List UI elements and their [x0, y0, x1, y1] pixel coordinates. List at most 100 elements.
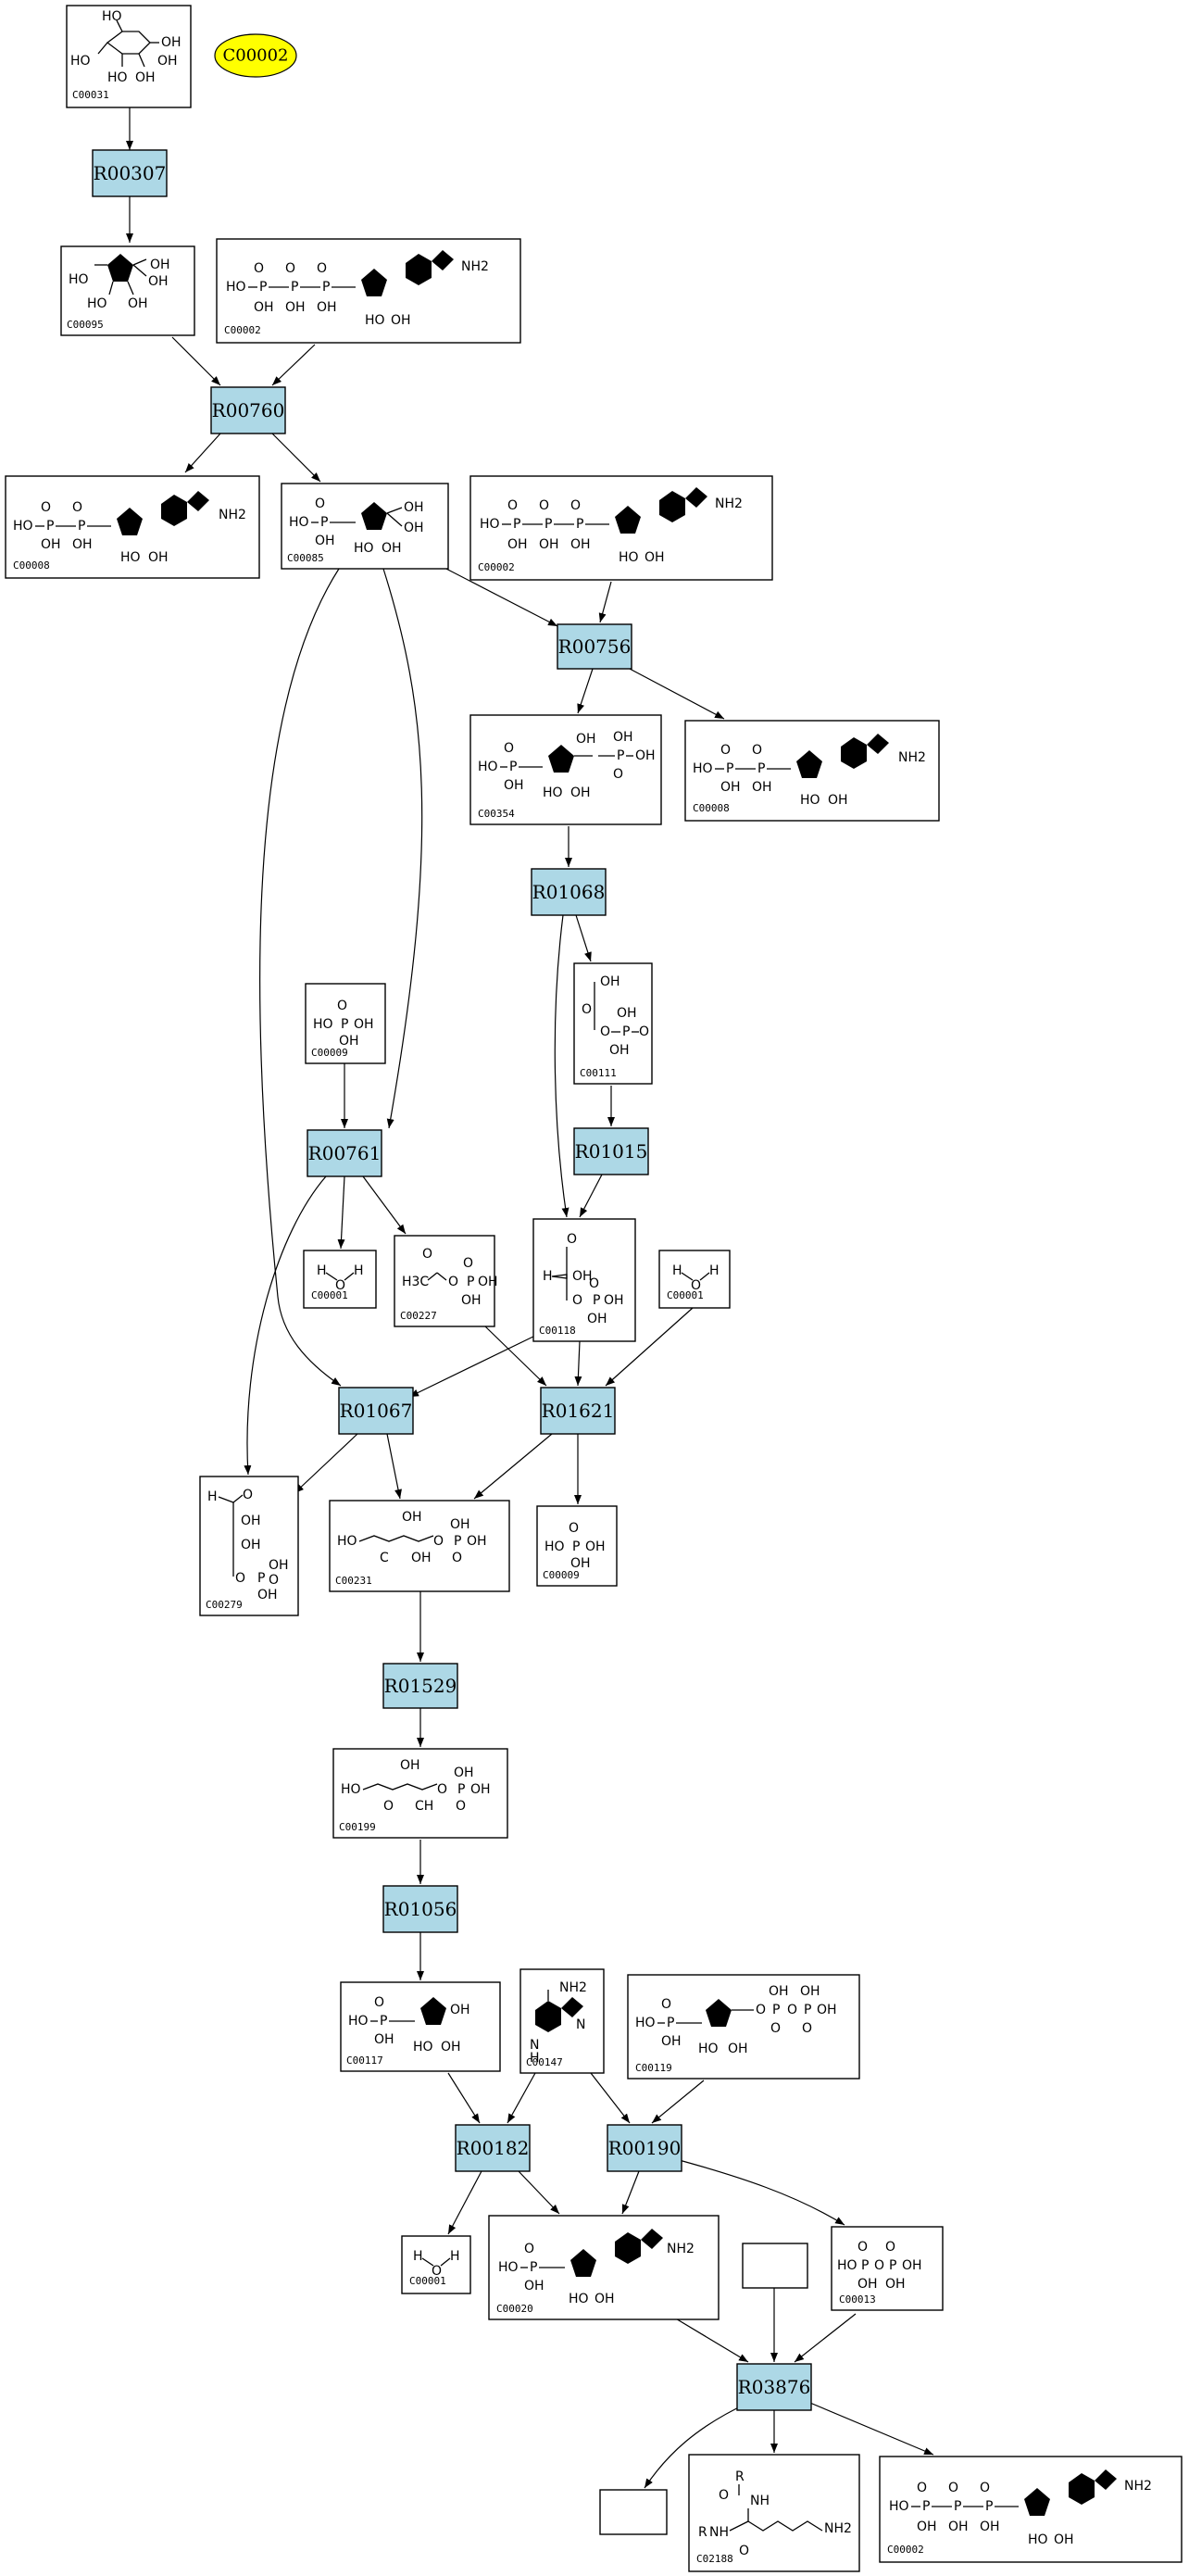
atom-label: HO — [102, 9, 122, 24]
compound-c00354[interactable]: HO P O OH OH P OH OH O HO OH C00354 — [469, 714, 662, 825]
atom-label: OH — [885, 2277, 906, 2292]
compound-c00119[interactable]: HO P O OH O P O P OH OH OH O O HO OH C00… — [627, 1974, 860, 2080]
atom-label: O — [41, 500, 51, 515]
atom-label: HO — [800, 793, 820, 808]
compound-c00001-b[interactable]: H O H C00001 — [658, 1250, 731, 1309]
atom-label: HO — [544, 1539, 565, 1554]
atom-label: OH — [461, 1293, 482, 1308]
atom-label: HO — [69, 272, 89, 287]
compound-id: C00031 — [72, 89, 109, 101]
compound-c00002-top[interactable]: HO P P P O O O OH OH OH HO OH NH2 C00002 — [216, 238, 521, 344]
edge-r00756-c00354 — [577, 668, 594, 714]
reaction-label: R00182 — [457, 2137, 530, 2159]
atom-label: O — [857, 2240, 868, 2255]
edge-r00760-c00008a — [184, 433, 221, 473]
atom-label: OH — [504, 778, 524, 793]
atom-label: OH — [980, 2519, 1000, 2534]
atom-label: O — [691, 1278, 701, 1293]
atp-structure-icon: HO P P P O O O OH OH OH HO OH NH2 — [480, 487, 743, 565]
compound-unnamed-input[interactable] — [742, 2243, 808, 2289]
atom-label: O — [756, 2003, 766, 2017]
compound-c00002-mid[interactable]: HO P P P O O O OH OH OH HO OH NH2 C00002 — [469, 475, 773, 581]
acetyl-phosphate-structure-icon: O H3C O P OH O OH — [402, 1247, 498, 1308]
compound-c02188[interactable]: R O NH R NH NH2 O C02188 — [688, 2454, 860, 2572]
compound-unnamed-output[interactable] — [599, 2489, 668, 2535]
compound-id: C00119 — [635, 2062, 672, 2074]
atom-label: O — [524, 2242, 534, 2256]
compound-c00147[interactable]: NH2 N H N C00147 — [519, 1968, 605, 2074]
atom-label: O — [539, 498, 549, 513]
reaction-r00756[interactable]: R00756 — [557, 623, 632, 670]
compound-c00008-right[interactable]: HO P P O O OH OH HO OH NH2 C00008 — [684, 720, 940, 822]
compound-c00118[interactable]: O H OH O P OH O OH C00118 — [532, 1218, 636, 1342]
protein-lysine-structure-icon: R O NH R NH NH2 O — [698, 2469, 852, 2558]
compound-c00117[interactable]: HO P O OH OH HO OH C00117 — [340, 1981, 501, 2072]
compound-c00031[interactable]: HO OH OH HO OH HO C00031 — [66, 5, 192, 108]
atom-label: P — [922, 2499, 930, 2514]
compound-c00008-left[interactable]: HO P P O O OH OH HO OH NH2 C00008 — [5, 475, 260, 579]
atom-label: O — [600, 1024, 610, 1039]
reaction-r01056[interactable]: R01056 — [382, 1885, 458, 1933]
atom-label: H — [207, 1489, 218, 1504]
compound-c00231[interactable]: HO OH C OH O P OH OH O C00231 — [329, 1500, 510, 1592]
atom-label: HO — [478, 760, 498, 774]
atom-label: OH — [254, 300, 274, 315]
atom-label: OH — [572, 1269, 593, 1284]
compound-c00013[interactable]: HO P O P OH O O OH OH C00013 — [831, 2226, 944, 2311]
compound-c00227[interactable]: O H3C O P OH O OH C00227 — [394, 1235, 498, 1327]
atom-label: O — [582, 1002, 592, 1017]
compound-c00199[interactable]: HO OH O CH O P OH OH O C00199 — [332, 1748, 508, 1839]
compound-c00001-a[interactable]: H O H C00001 — [303, 1250, 377, 1309]
edge-r00182-c00020 — [518, 2170, 560, 2215]
atom-label: R — [698, 2525, 707, 2540]
atom-label: O — [639, 1024, 649, 1039]
reaction-r01068[interactable]: R01068 — [531, 868, 607, 916]
compound-c00009-upper[interactable]: O HO P OH OH C00009 — [305, 983, 386, 1064]
atom-label: O — [572, 1293, 582, 1308]
reaction-r01067[interactable]: R01067 — [338, 1387, 414, 1435]
atom-label: NH2 — [559, 1980, 587, 1995]
atom-label: HO — [498, 2260, 519, 2275]
edge-r00756-c00008b — [629, 668, 725, 720]
atom-label: O — [235, 1571, 245, 1586]
reaction-label: R01621 — [542, 1400, 615, 1422]
atom-label: OH — [570, 785, 591, 800]
adenine-structure-icon: NH2 N H N — [530, 1980, 587, 2066]
compound-c00095[interactable]: HO OH OH HO OH C00095 — [60, 245, 195, 336]
reaction-r00182[interactable]: R00182 — [455, 2124, 531, 2172]
atom-label: O — [569, 1521, 579, 1536]
atom-label: P — [46, 519, 54, 534]
atom-label: O — [720, 743, 731, 758]
reaction-label: R00307 — [94, 162, 167, 184]
compound-c00020[interactable]: HO P O OH HO OH NH2 C00020 — [488, 2215, 720, 2320]
atom-label: OH — [157, 54, 178, 69]
reaction-r01621[interactable]: R01621 — [540, 1387, 616, 1435]
atom-label: OH — [645, 550, 665, 565]
compound-id: C02188 — [696, 2553, 733, 2565]
reaction-r00760[interactable]: R00760 — [210, 386, 286, 434]
atom-label: HO — [70, 54, 91, 69]
reaction-r00307[interactable]: R00307 — [92, 149, 168, 197]
atom-label: HO — [13, 519, 33, 534]
reaction-r00190[interactable]: R00190 — [607, 2124, 682, 2172]
reaction-r01529[interactable]: R01529 — [382, 1663, 458, 1709]
atom-label: OH — [450, 1517, 470, 1532]
compound-c00111[interactable]: OH O O P OH O OH C00111 — [573, 962, 653, 1085]
reaction-r00761[interactable]: R00761 — [307, 1129, 382, 1177]
atom-label: HO — [341, 1782, 361, 1797]
atom-label: OH — [604, 1293, 624, 1308]
compound-c00002-bottom[interactable]: HO P P P O O O OH OH OH HO OH NH2 C00002 — [879, 2456, 1183, 2563]
compound-c00279[interactable]: H O OH OH O P OH O OH C00279 — [199, 1476, 299, 1616]
atom-label: H — [543, 1269, 553, 1284]
reaction-r03876[interactable]: R03876 — [736, 2363, 812, 2411]
atom-label: OH — [570, 1556, 591, 1571]
atom-label: O — [917, 2481, 927, 2495]
compound-c00085[interactable]: HO P O OH OH OH HO OH C00085 — [281, 483, 449, 570]
legend-main-compound[interactable]: C00002 — [214, 33, 297, 78]
compound-c00009-lower[interactable]: O HO P OH OH C00009 — [536, 1505, 618, 1587]
atom-label: P — [804, 2003, 811, 2017]
reaction-r01015[interactable]: R01015 — [573, 1127, 649, 1175]
atom-label: OH — [257, 1588, 278, 1602]
atom-label: OH — [728, 2042, 748, 2056]
compound-c00001-c[interactable]: H O H C00001 — [401, 2235, 471, 2294]
